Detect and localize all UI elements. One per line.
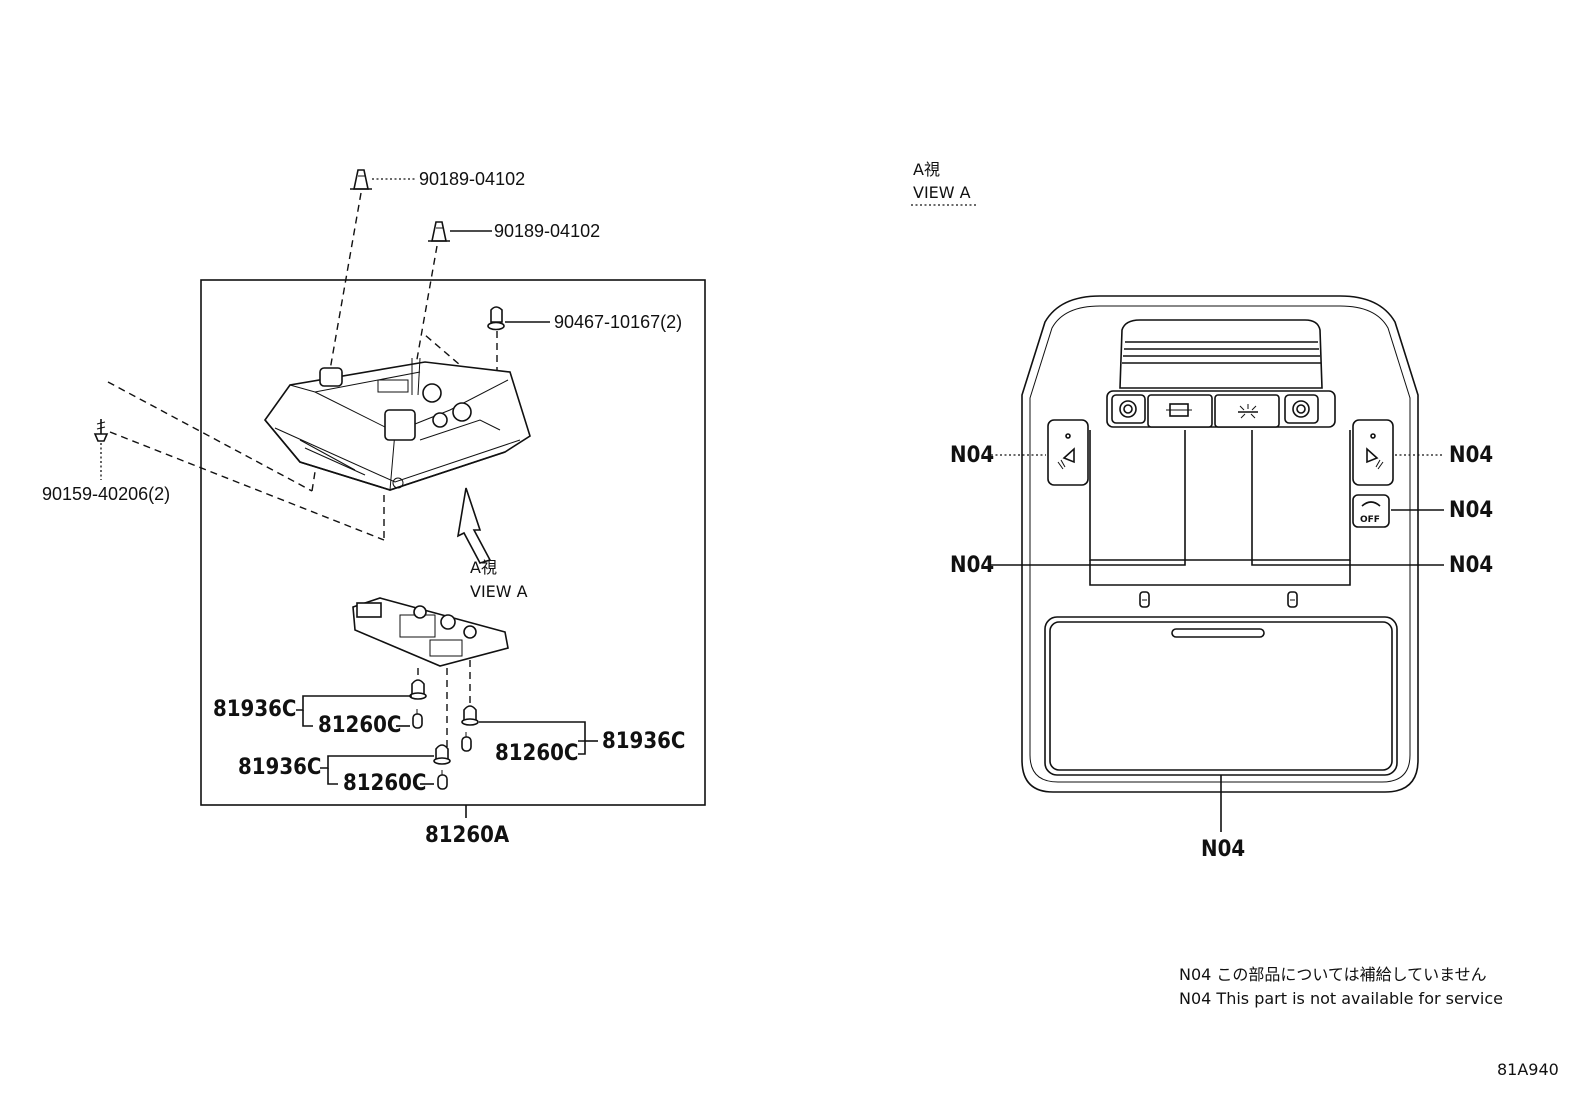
- figure-id: 81A940: [1497, 1060, 1559, 1079]
- callout-bulb-bottom: 81260C: [343, 771, 426, 796]
- vent-grille: [1119, 319, 1323, 389]
- callout-bulb-right: 81260C: [495, 741, 578, 766]
- callout-sunglass-lid: N04: [1201, 837, 1245, 862]
- assembly-frame: [200, 279, 706, 806]
- lamp-lens-right: [1287, 591, 1298, 608]
- socket-icon: [433, 744, 451, 765]
- callout-clip-second: 90189-04102: [494, 221, 600, 241]
- callout-center-right-switch: N04: [1449, 553, 1493, 578]
- callout-center-left-switch: N04: [950, 553, 994, 578]
- callout-left-switch: N04: [950, 443, 994, 468]
- socket-icon: [409, 679, 427, 700]
- view-a: A視 VIEW A: [911, 160, 1493, 862]
- off-switch[interactable]: OFF: [1352, 494, 1390, 528]
- right-side-switch[interactable]: [1352, 419, 1394, 486]
- clip-icon: [428, 221, 450, 242]
- console-outline: [1021, 295, 1419, 793]
- view-a-arrow-label-en: VIEW A: [470, 582, 528, 601]
- callout-clip-top: 90189-04102: [419, 169, 525, 189]
- note-jp: N04 この部品については補給していません: [1179, 965, 1487, 984]
- callout-81260A: 81260A: [425, 823, 510, 848]
- map-lamp-button-left[interactable]: [1111, 394, 1146, 424]
- bulb-icon: [412, 709, 423, 729]
- screw-icon: [93, 419, 109, 442]
- sunglass-holder-lid[interactable]: [1044, 616, 1398, 776]
- callout-screw-left: 90159-40206(2): [42, 484, 170, 504]
- callout-off-switch: N04: [1449, 498, 1493, 523]
- off-switch-label: OFF: [1360, 515, 1380, 525]
- note-en: N04 This part is not available for servi…: [1179, 989, 1503, 1008]
- view-a-arrow: [456, 487, 492, 564]
- door-lamp-button[interactable]: [1147, 394, 1213, 428]
- view-a-title-jp: A視: [913, 160, 940, 179]
- room-lamp-button[interactable]: [1214, 394, 1280, 428]
- overhead-console-housing: [263, 357, 531, 491]
- callout-bulb-left: 81260C: [318, 713, 401, 738]
- left-assembly: 81260A 90189-04102 90189-04102 90467-101…: [42, 169, 706, 848]
- map-lamp-button-right[interactable]: [1284, 394, 1319, 424]
- nut-icon: [487, 306, 505, 331]
- bulb-icon: [461, 732, 472, 752]
- callout-socket-bottom: 81936C: [238, 755, 321, 780]
- socket-icon: [461, 705, 479, 726]
- circuit-board: [352, 597, 509, 667]
- callout-socket-left: 81936C: [213, 697, 296, 722]
- callout-nut-right: 90467-10167(2): [554, 312, 682, 332]
- view-a-arrow-label-jp: A視: [470, 558, 497, 577]
- bulb-icon: [437, 770, 448, 790]
- left-side-switch[interactable]: [1047, 419, 1089, 486]
- callout-right-switch: N04: [1449, 443, 1493, 468]
- lamp-lens-left: [1139, 591, 1150, 608]
- view-a-title-en: VIEW A: [913, 183, 971, 202]
- clip-icon: [350, 169, 372, 190]
- callout-socket-right: 81936C: [602, 729, 685, 754]
